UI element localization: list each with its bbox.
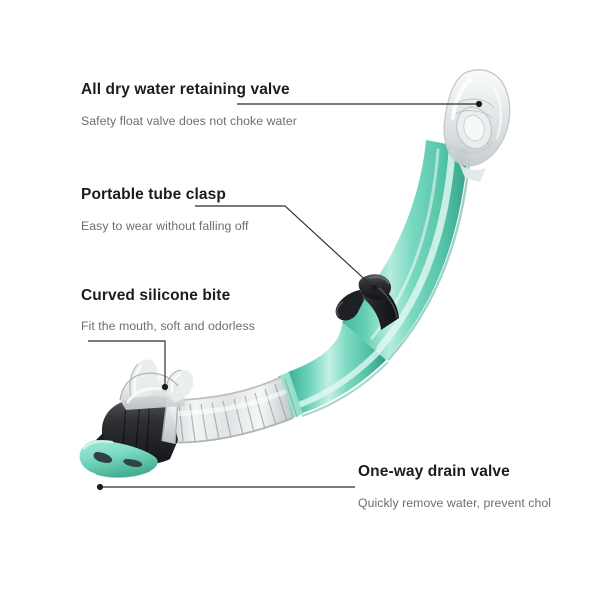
purge-valve xyxy=(79,440,158,478)
lower-green-tube xyxy=(278,322,389,419)
callout-one-way-drain-valve: One-way drain valve Quickly remove water… xyxy=(358,463,551,510)
callout-title: One-way drain valve xyxy=(358,463,510,480)
callout-portable-tube-clasp: Portable tube clasp Easy to wear without… xyxy=(81,186,248,233)
callout-subtitle: Easy to wear without falling off xyxy=(81,218,249,233)
callout-title: Portable tube clasp xyxy=(81,186,226,203)
callout-title: All dry water retaining valve xyxy=(81,81,290,98)
dry-top-valve xyxy=(443,69,511,182)
upper-green-tube xyxy=(342,140,472,361)
corrugated-flex-tube xyxy=(161,376,298,444)
callout-title: Curved silicone bite xyxy=(81,287,231,304)
silicone-bite xyxy=(119,359,194,410)
callout-subtitle: Quickly remove water, prevent chol xyxy=(358,495,552,510)
callout-subtitle: Fit the mouth, soft and odorless xyxy=(81,318,255,333)
callout-subtitle: Safety float valve does not choke water xyxy=(81,113,297,128)
callout-all-dry-water-retaining-valve: All dry water retaining valve Safety flo… xyxy=(81,81,297,128)
callout-curved-silicone-bite: Curved silicone bite Fit the mouth, soft… xyxy=(81,287,255,333)
